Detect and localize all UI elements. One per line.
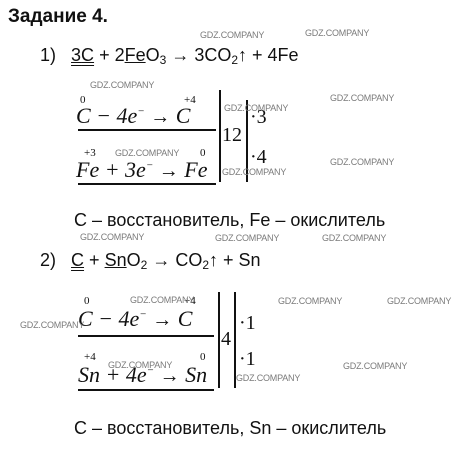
r1-divider-1	[219, 90, 221, 182]
r1-half1-ox-left: 0	[80, 94, 86, 106]
reaction-1-oxidizer: Fe	[124, 45, 146, 65]
watermark: GDZ.COMPANY	[387, 296, 452, 306]
watermark: GDZ.COMPANY	[20, 320, 85, 330]
watermark: GDZ.COMPANY	[330, 93, 395, 103]
reaction-2-reducer: C	[71, 250, 85, 270]
r1-factor-2: ·4	[250, 146, 267, 168]
watermark: GDZ.COMPANY	[330, 157, 395, 167]
watermark: GDZ.COMPANY	[215, 233, 280, 243]
reaction-1-equation: 1) 3C + 2Fe3O3 → 3CO2↑ + 4Fe	[40, 45, 299, 67]
r2-half1-ox-right: +4	[184, 295, 196, 307]
r1-divider-2	[246, 100, 248, 182]
r1-half2-ox-left: +3	[84, 147, 96, 159]
r2-half2-underline	[78, 389, 214, 391]
reaction-2-oxidizer: Sn	[104, 250, 127, 270]
r1-half1-ox-right: +4	[184, 94, 196, 106]
r2-half1-underline	[78, 335, 214, 337]
reaction-2-oxidizer-tail: O	[126, 250, 141, 270]
reaction-2-product-tail: ↑ + Sn	[209, 250, 261, 270]
watermark: GDZ.COMPANY	[224, 103, 289, 113]
watermark: GDZ.COMPANY	[322, 233, 387, 243]
r1-half1-text: C − 4e− → C	[76, 103, 191, 128]
r2-lcm: 4	[221, 328, 231, 350]
watermark: GDZ.COMPANY	[343, 361, 408, 371]
watermark: GDZ.COMPANY	[130, 295, 195, 305]
r1-lcm: 12	[222, 124, 242, 146]
r1-factor-1: ·3	[250, 106, 267, 128]
watermark: GDZ.COMPANY	[90, 80, 155, 90]
reaction-1-reducer: 3C	[71, 45, 95, 65]
reaction-2-number: 2)	[40, 250, 57, 270]
r2-half2-ox-right: 0	[200, 351, 206, 363]
r1-half2-underline	[78, 183, 216, 185]
watermark: GDZ.COMPANY	[108, 360, 173, 370]
reaction-2-oxidizer-sub: 2	[140, 258, 148, 272]
watermark: GDZ.COMPANY	[80, 232, 145, 242]
reaction-1-product-tail: ↑ + 4Fe	[238, 45, 299, 65]
reaction-1-product-sub: 2	[231, 53, 239, 67]
reaction-2-equation: 2) C + SnO2 → CO2↑ + Sn	[40, 250, 261, 272]
r1-half2-text: Fe + 3e− → Fe	[76, 157, 208, 182]
r2-half1-ox-left: 0	[84, 295, 90, 307]
task-title: Задание 4.	[8, 6, 108, 27]
watermark: GDZ.COMPANY	[115, 148, 180, 158]
reaction-1-arrow-product: → 3CO	[171, 45, 232, 65]
r1-half2-ox-right: 0	[200, 147, 206, 159]
r1-half1-underline	[78, 129, 216, 131]
r2-half2-ox-left: +4	[84, 351, 96, 363]
reaction-1-oxidizer-tail: O	[145, 45, 160, 65]
reaction-1-number: 1)	[40, 45, 57, 65]
reaction-2-plus: +	[89, 250, 100, 270]
watermark: GDZ.COMPANY	[305, 28, 370, 38]
r2-divider-2	[234, 292, 236, 388]
r2-half1-text: C − 4e− → C	[78, 306, 193, 331]
r2-half2-text: Sn + 4e− → Sn	[78, 362, 208, 387]
reaction-2-conclusion: С – восстановитель, Sn – окислитель	[74, 418, 387, 438]
r2-factor-2: ·1	[239, 348, 256, 370]
watermark: GDZ.COMPANY	[236, 373, 301, 383]
watermark: GDZ.COMPANY	[278, 296, 343, 306]
reaction-1-conclusion: С – восстановитель, Fe – окислитель	[74, 210, 386, 230]
r2-divider-1	[218, 292, 220, 388]
reaction-2-arrow-product: → CO	[152, 250, 203, 270]
reaction-1-plus: + 2	[99, 45, 125, 65]
watermark: GDZ.COMPANY	[200, 30, 265, 40]
watermark: GDZ.COMPANY	[222, 167, 287, 177]
reaction-2-product-sub: 2	[202, 258, 210, 272]
r2-factor-1: ·1	[239, 312, 256, 334]
reaction-1-oxidizer-subscript: 3	[159, 53, 167, 67]
